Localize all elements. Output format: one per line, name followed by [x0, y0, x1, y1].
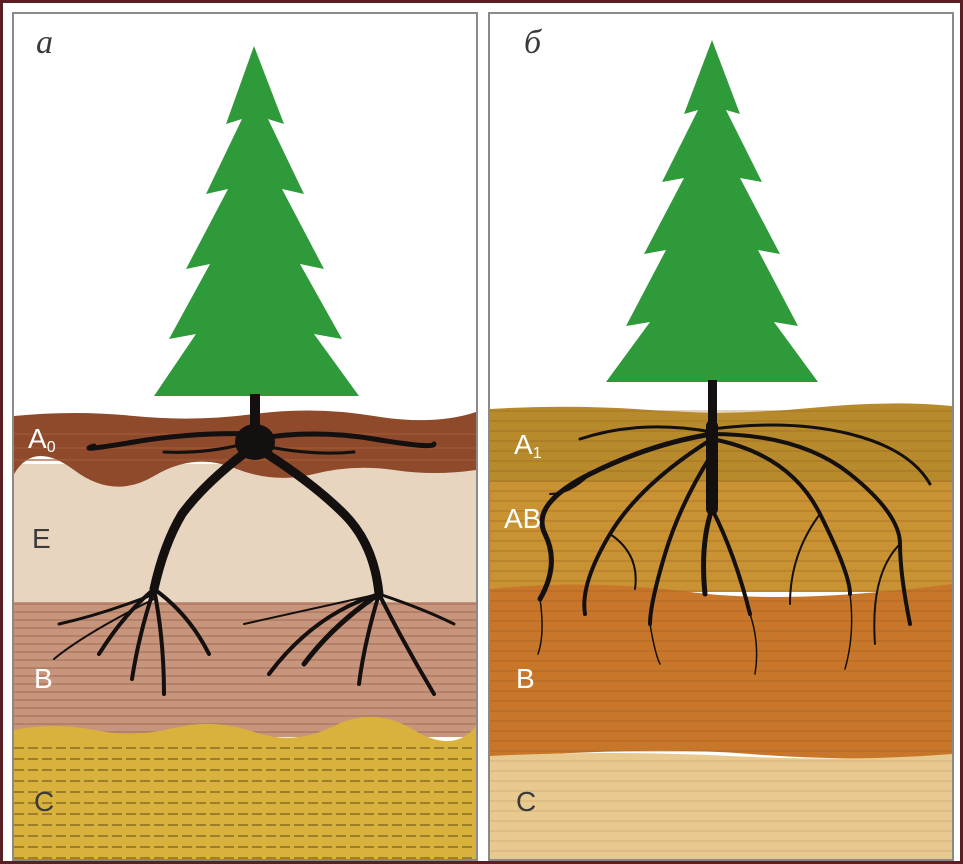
spruce-tree-b: [606, 40, 818, 426]
horizon-a1-label: A1: [514, 430, 542, 469]
horizon-e-layer: [14, 464, 476, 609]
horizon-ab-label: AB: [504, 504, 541, 534]
panel-a: а A0 E B C: [12, 12, 478, 861]
panel-a-label: а: [36, 24, 53, 62]
horizon-c-label-a: C: [34, 787, 54, 817]
horizon-a1-base: A: [514, 429, 533, 460]
horizon-b-label-b: B: [516, 664, 535, 694]
horizon-c-label-b: C: [516, 787, 536, 817]
horizon-e-label: E: [32, 524, 51, 554]
horizon-b-label-a: B: [34, 664, 53, 694]
panel-b-illustration: [490, 14, 952, 859]
horizon-a1-subscript: 1: [533, 445, 542, 462]
panel-a-illustration: [14, 14, 476, 859]
horizon-a0-subscript: 0: [47, 439, 56, 456]
spruce-tree-a: [154, 46, 359, 460]
panel-b-label: б: [524, 24, 541, 62]
horizon-a0-label: A0: [28, 424, 56, 463]
panel-b: б A1 AB B C: [488, 12, 954, 861]
horizon-a0-base: A: [28, 423, 47, 454]
